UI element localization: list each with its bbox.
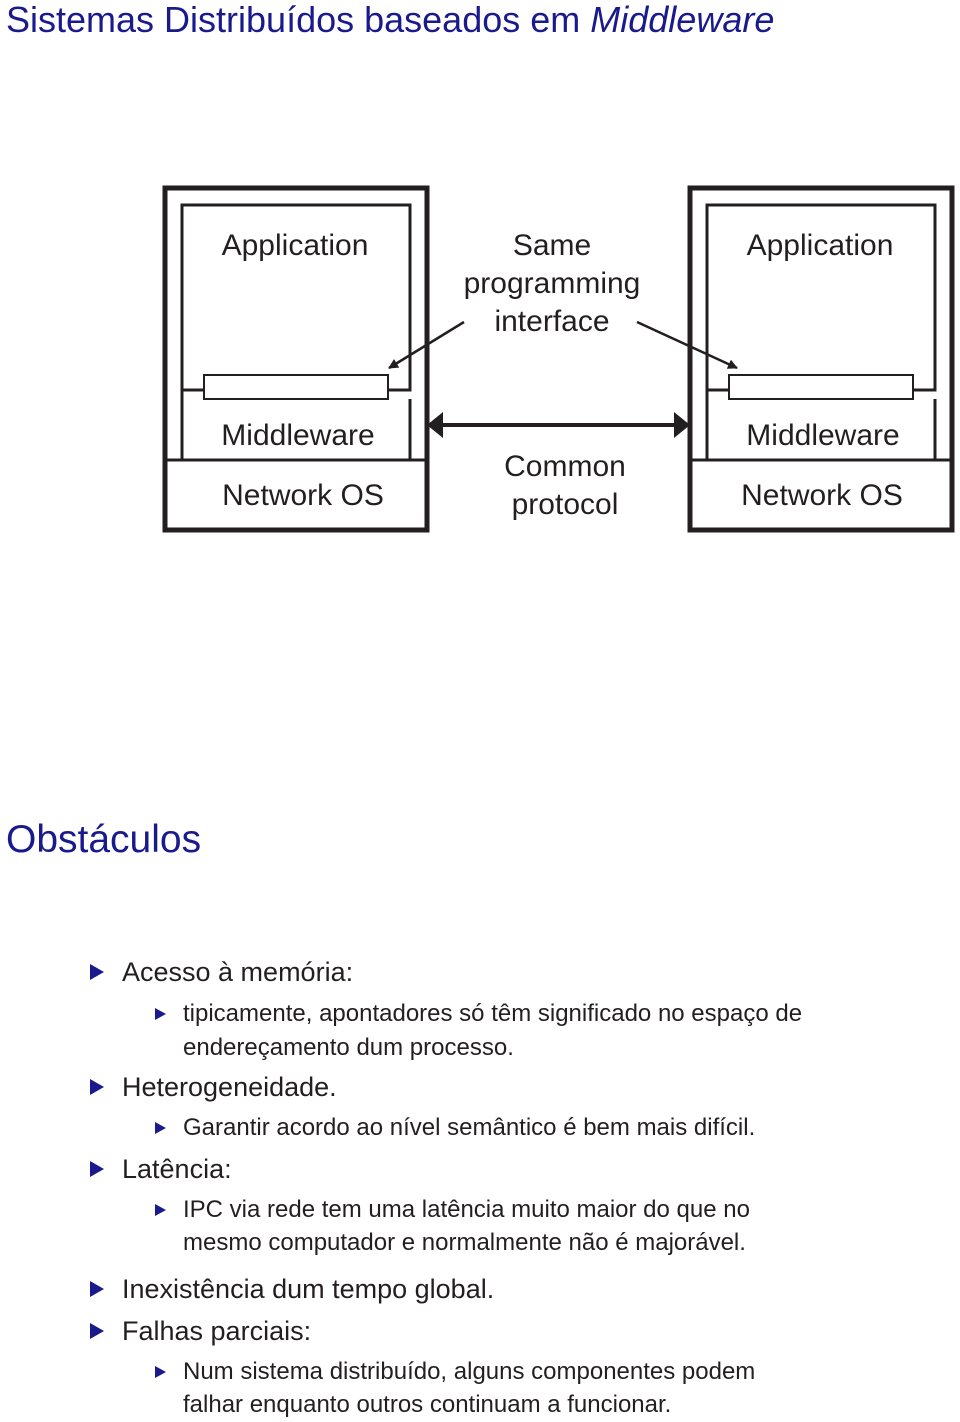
obstacle-detail: IPC via rede tem uma latência muito maio… <box>183 1196 750 1223</box>
right-api-bar <box>728 374 914 400</box>
protocol-label-line-2: protocol <box>512 488 619 521</box>
left-host: Application Middleware Network OS <box>162 185 430 533</box>
obstacle-detail: endereçamento dum processo. <box>183 1034 514 1061</box>
interface-arrow-left <box>388 320 465 370</box>
right-middleware-label: Middleware <box>746 419 899 452</box>
right-host: Application Middleware Network OS <box>687 185 955 533</box>
right-application-label: Application <box>747 229 894 262</box>
obstacle-detail: Num sistema distribuído, alguns componen… <box>183 1358 756 1385</box>
sub-bullet-icon <box>155 1122 166 1134</box>
interface-arrow-right <box>636 320 738 370</box>
obstacles-heading: Obstáculos <box>6 818 202 861</box>
bullet-icon <box>90 1281 104 1297</box>
left-network-os-label: Network OS <box>222 479 384 512</box>
protocol-arrowhead-left <box>427 412 443 438</box>
slide-title-main: Sistemas Distribuídos baseados em <box>6 0 591 40</box>
left-middleware-label: Middleware <box>221 419 374 452</box>
obstacle-item: Heterogeneidade. <box>122 1072 337 1102</box>
bullet-icon <box>90 1323 104 1339</box>
sub-bullet-icon <box>155 1008 166 1020</box>
obstacle-detail: Garantir acordo ao nível semântico é bem… <box>183 1114 756 1141</box>
right-host-outer-frame <box>687 185 955 533</box>
obstacle-detail: falhar enquanto outros continuam a funci… <box>183 1391 672 1418</box>
interface-annotation: Same programming interface <box>388 229 738 370</box>
bullet-icon <box>90 964 104 980</box>
sub-bullet-icon <box>155 1366 166 1378</box>
left-application-label: Application <box>222 229 369 262</box>
left-host-outer-frame <box>162 185 430 533</box>
obstacle-detail: tipicamente, apontadores só têm signific… <box>183 1000 803 1027</box>
protocol-annotation: Common protocol <box>427 412 690 521</box>
slide-title-emphasis: Middleware <box>590 0 775 40</box>
right-network-os-label: Network OS <box>741 479 903 512</box>
bullet-icon <box>90 1161 104 1177</box>
obstacle-item: Falhas parciais: <box>122 1316 312 1346</box>
sub-bullet-icon <box>155 1204 166 1216</box>
bullet-icon <box>90 1079 104 1095</box>
middleware-diagram: Application Middleware Network OS Applic… <box>162 185 955 533</box>
protocol-arrowhead-right <box>674 412 690 438</box>
left-api-bar <box>203 374 389 400</box>
interface-label-line-2: programming <box>464 267 641 300</box>
obstacle-detail: mesmo computador e normalmente não é maj… <box>183 1229 746 1256</box>
slide-title: Sistemas Distribuídos baseados em Middle… <box>6 0 774 40</box>
obstacle-item: Latência: <box>122 1154 232 1184</box>
protocol-label-line-1: Common <box>504 450 626 483</box>
obstacle-item: Acesso à memória: <box>122 957 354 987</box>
interface-label-line-3: interface <box>494 305 609 338</box>
interface-label-line-1: Same <box>513 229 591 262</box>
obstacle-item: Inexistência dum tempo global. <box>122 1274 495 1304</box>
